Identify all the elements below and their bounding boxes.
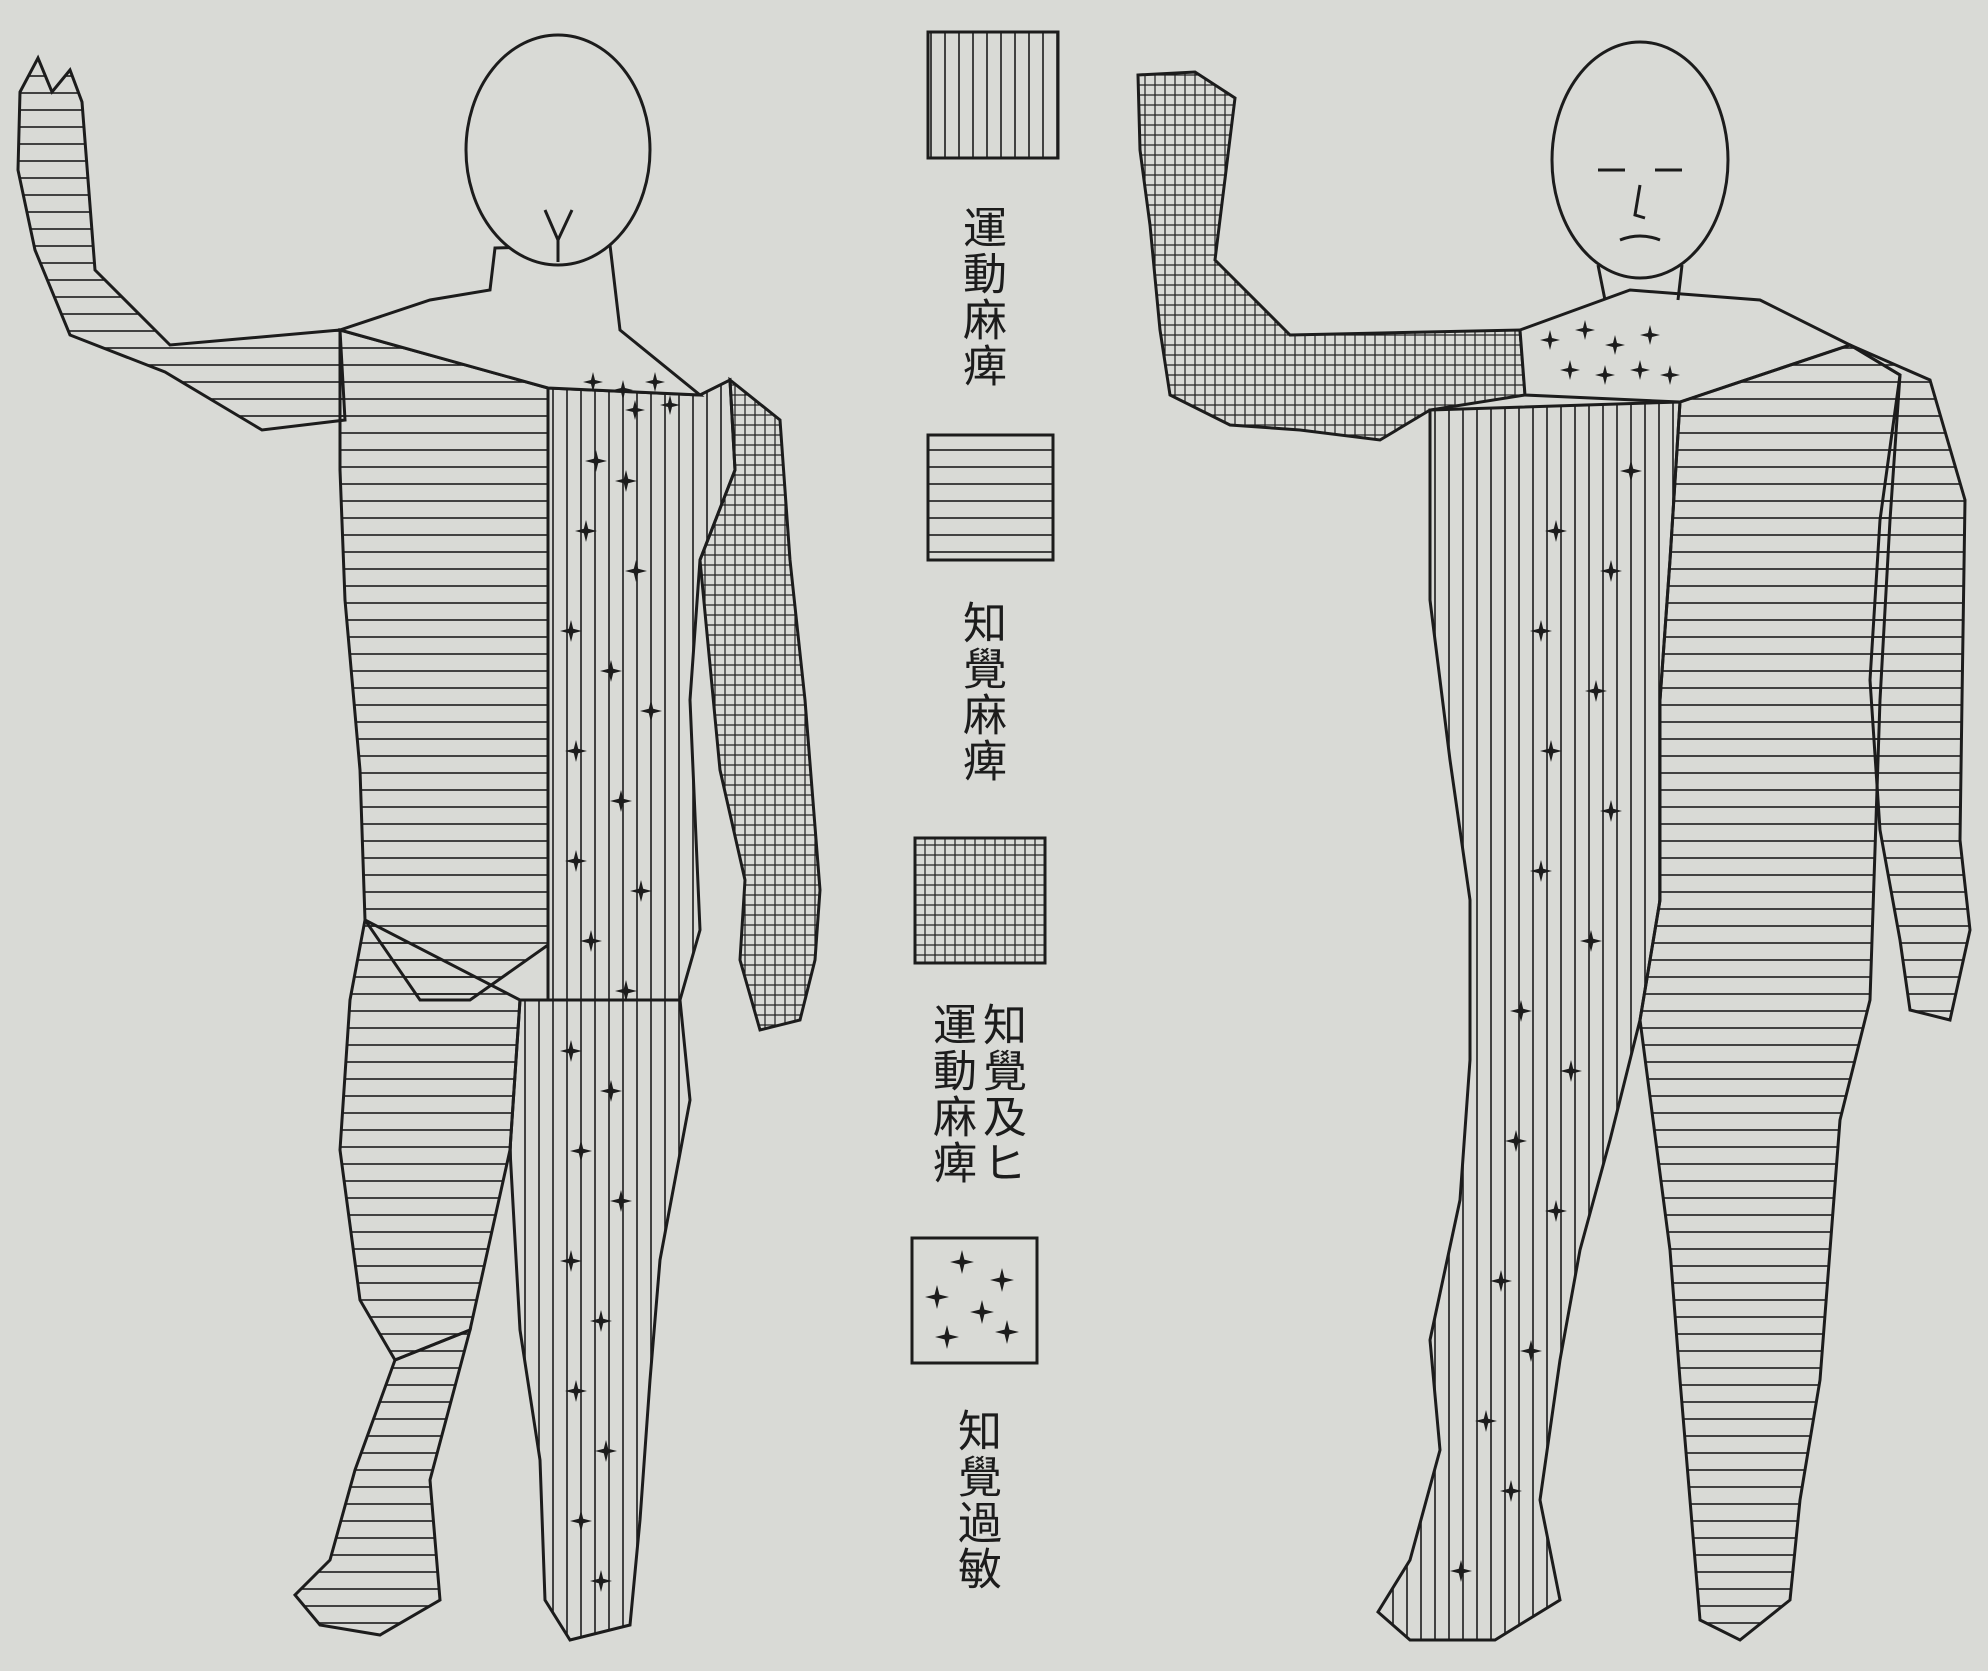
back-head	[466, 35, 650, 265]
legend-swatch-stars	[912, 1238, 1037, 1363]
legend-label-sensory-paralysis: 知覺麻痺	[955, 600, 1005, 784]
legend-swatch-grid	[915, 838, 1045, 963]
front-torso-left	[1378, 402, 1680, 1640]
back-foot-left	[295, 1330, 470, 1635]
back-raised-arm	[18, 58, 345, 430]
legend-label-hyperesthesia: 知覺過敏	[950, 1408, 1000, 1592]
front-torso-right	[1640, 345, 1900, 1640]
back-view-figure	[18, 35, 820, 1640]
legend-label-motor-paralysis: 運動麻痺	[955, 205, 1005, 389]
front-raised-arm-grid	[1138, 72, 1525, 440]
back-torso-right	[548, 380, 735, 1000]
front-view-figure	[1138, 42, 1970, 1640]
legend-label-combined-paralysis: 知覺及ヒ運動麻痺	[925, 1002, 1025, 1212]
back-torso-left	[340, 330, 548, 1000]
back-leg-left	[340, 920, 520, 1360]
front-head	[1552, 42, 1728, 278]
legend-swatch-horizontal	[928, 435, 1053, 560]
legend-swatch-vertical	[928, 32, 1058, 158]
